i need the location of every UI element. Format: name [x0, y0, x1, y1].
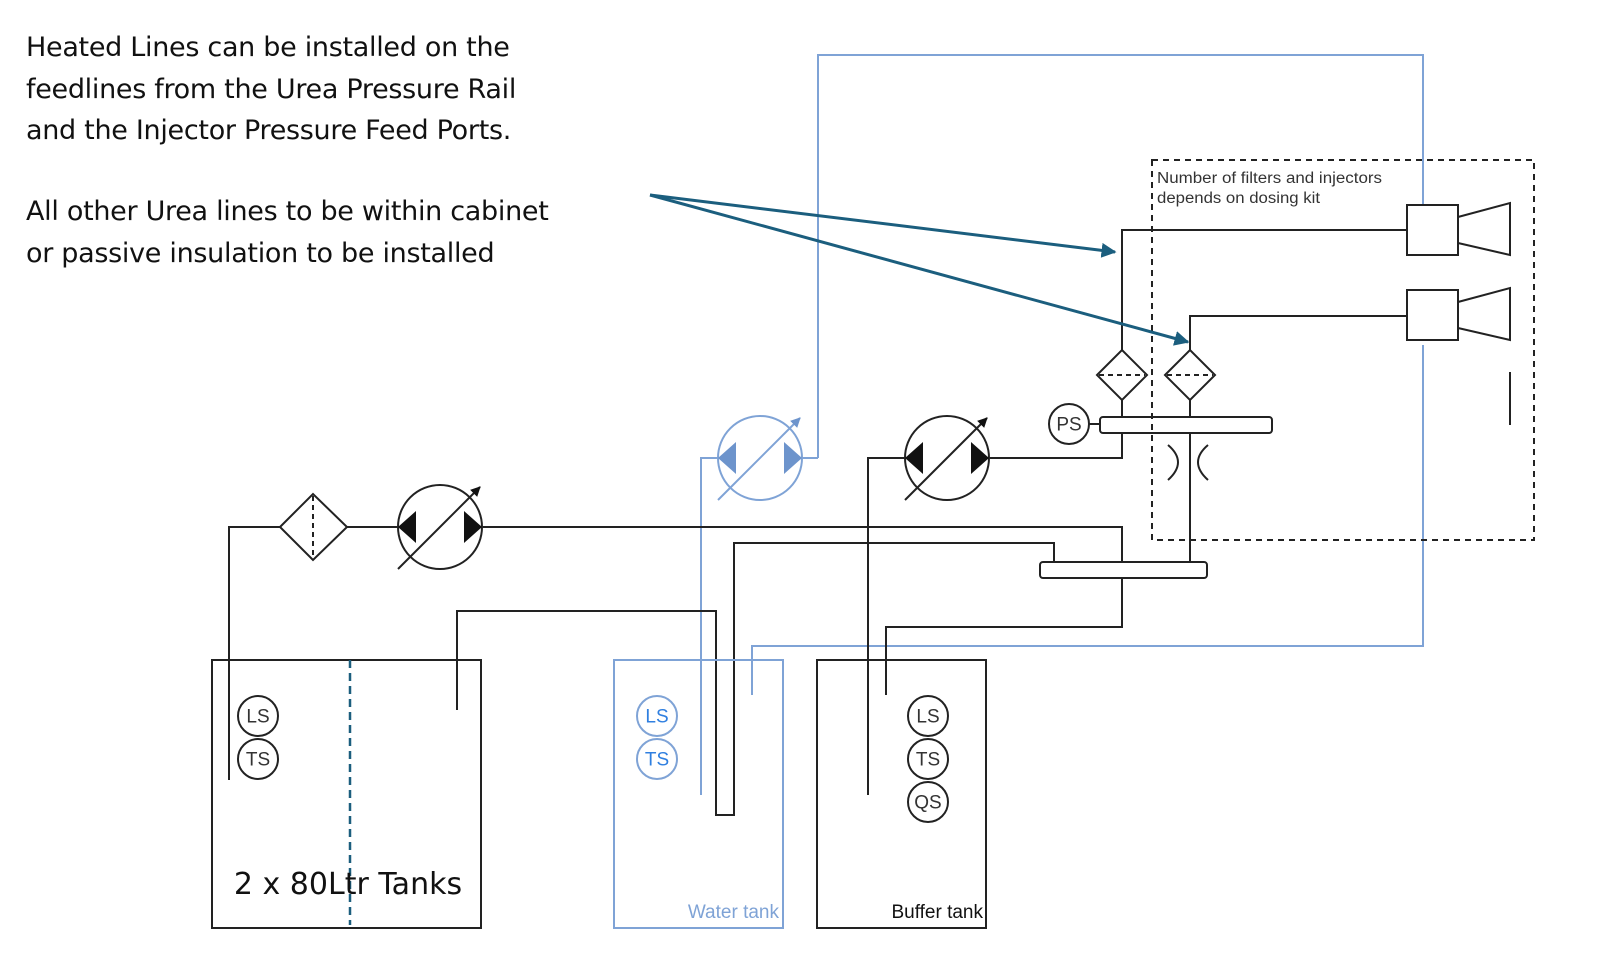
water-suction-line: [700, 457, 735, 795]
note-line: or passive insulation to be installed: [26, 237, 495, 269]
note-line: Heated Lines can be installed on the: [26, 32, 510, 63]
transfer-filter-icon: [278, 492, 349, 562]
water-pump-icon: [717, 415, 803, 501]
water-tank: LS TS Water tank: [613, 659, 784, 929]
injector-2-icon: [1406, 286, 1511, 342]
water-return-line: [817, 54, 1424, 458]
transfer-pump-outlet-line: [483, 526, 1123, 562]
urea-temperature-sensor: TS: [237, 738, 279, 780]
urea-level-sensor: LS: [237, 695, 279, 737]
temperature-sensor-label: TS: [246, 750, 270, 771]
buffer-quality-sensor-label: QS: [914, 793, 941, 814]
urea-tanks: LS TS 2 x 80Ltr Tanks: [211, 659, 482, 929]
dosing-pump-icon: [904, 415, 990, 501]
dosing-kit-note-line1: Number of filters and injectors: [1157, 170, 1382, 187]
transfer-pump-icon: [397, 484, 483, 570]
buffer-temperature-sensor-label: TS: [916, 750, 940, 771]
insulation-note: All other Urea lines to be within cabine…: [26, 191, 549, 274]
water-tank-label: Water tank: [688, 902, 780, 923]
water-level-sensor-label: LS: [645, 707, 668, 728]
buffer-return-line: [885, 572, 1123, 695]
injector-1-feed-line: [1121, 229, 1407, 350]
note-line: and the Injector Pressure Feed Ports.: [26, 115, 512, 146]
buffer-level-sensor: LS: [907, 695, 949, 737]
heated-lines-note: Heated Lines can be installed on the fee…: [26, 27, 516, 152]
dosing-kit-boundary: [1151, 159, 1535, 541]
annotation-arrow-pressure-rail: [649, 193, 1117, 258]
orifice-icon: [1167, 444, 1209, 481]
dosing-pump-outlet-line: [990, 433, 1123, 459]
return-manifold: [1039, 561, 1208, 579]
pressure-sensor: PS: [1048, 403, 1100, 445]
injector-1-icon: [1406, 201, 1511, 257]
buffer-tank: LS TS QS Buffer tank: [816, 659, 987, 929]
annotation-arrow-injector-feed: [649, 193, 1190, 346]
tank-return-line: [456, 542, 1055, 816]
dosing-filter-1-icon: [1095, 348, 1149, 402]
urea-tanks-label: 2 x 80Ltr Tanks: [234, 867, 462, 902]
note-line: feedlines from the Urea Pressure Rail: [26, 73, 517, 105]
water-temperature-sensor: TS: [636, 738, 678, 780]
injector-2-feed-line: [1189, 315, 1407, 350]
buffer-tank-label: Buffer tank: [891, 902, 983, 923]
buffer-quality-sensor: QS: [907, 781, 949, 823]
buffer-level-sensor-label: LS: [916, 707, 939, 728]
water-level-sensor: LS: [636, 695, 678, 737]
buffer-temperature-sensor: TS: [907, 738, 949, 780]
water-temperature-sensor-label: TS: [645, 750, 669, 771]
pressure-sensor-label: PS: [1056, 415, 1081, 436]
buffer-suction-line: [867, 457, 905, 795]
dosing-kit-note-line2: depends on dosing kit: [1157, 190, 1321, 207]
dosing-filter-2-icon: [1163, 348, 1217, 402]
note-line: All other Urea lines to be within cabine…: [26, 196, 549, 227]
level-sensor-label: LS: [246, 707, 269, 728]
water-feed-line: [751, 345, 1424, 695]
urea-pressure-rail: [1099, 416, 1273, 434]
